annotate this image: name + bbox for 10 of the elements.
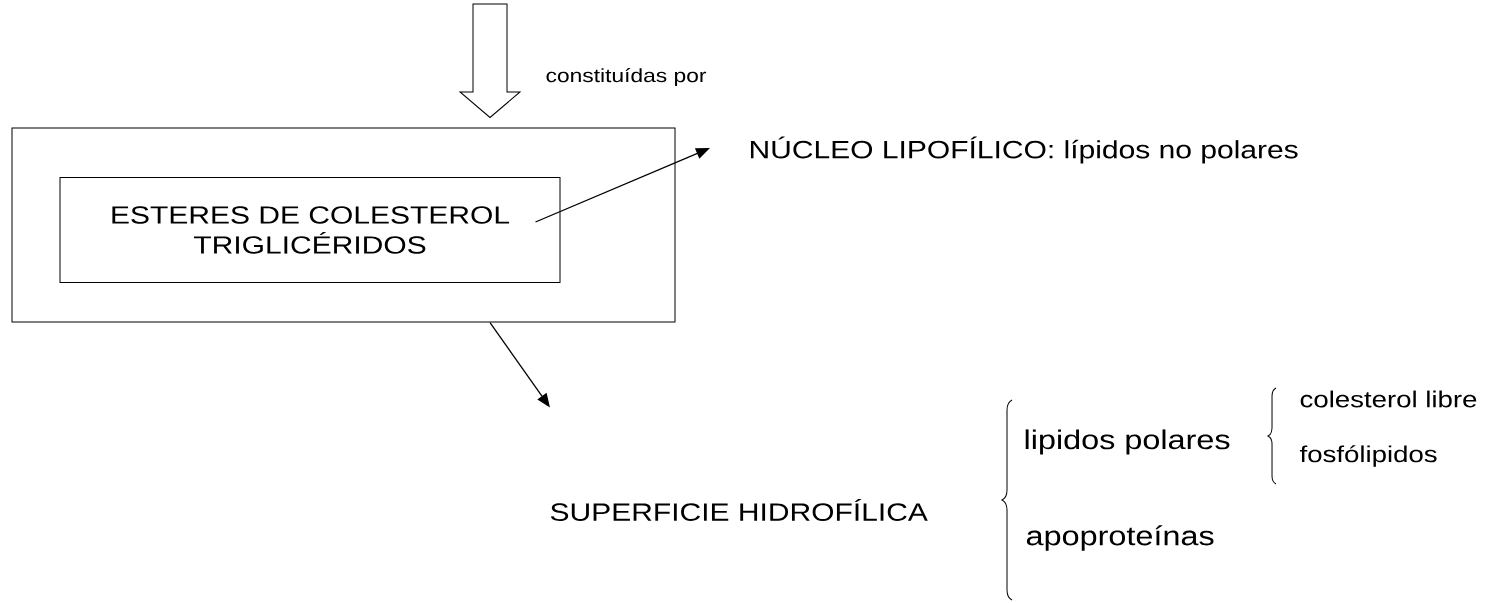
edge-label: constituídas por: [546, 68, 707, 86]
inner-box: ESTERES DE COLESTEROL TRIGLICÉRIDOS: [59, 177, 561, 283]
text-label: colesterol libre: [1300, 390, 1477, 408]
text-label: apoproteínas: [1026, 525, 1214, 551]
outer-box: [11, 127, 676, 323]
text-label: SUPERFICIE HIDROFÍLICA: [550, 499, 928, 521]
text-label: lipidos polares: [1025, 429, 1230, 455]
text-label: fosfólipidos: [1299, 445, 1437, 467]
block-arrow: [459, 3, 521, 118]
text-label: NÚCLEO LIPOFÍLICO: lípidos no polares: [750, 136, 1298, 164]
